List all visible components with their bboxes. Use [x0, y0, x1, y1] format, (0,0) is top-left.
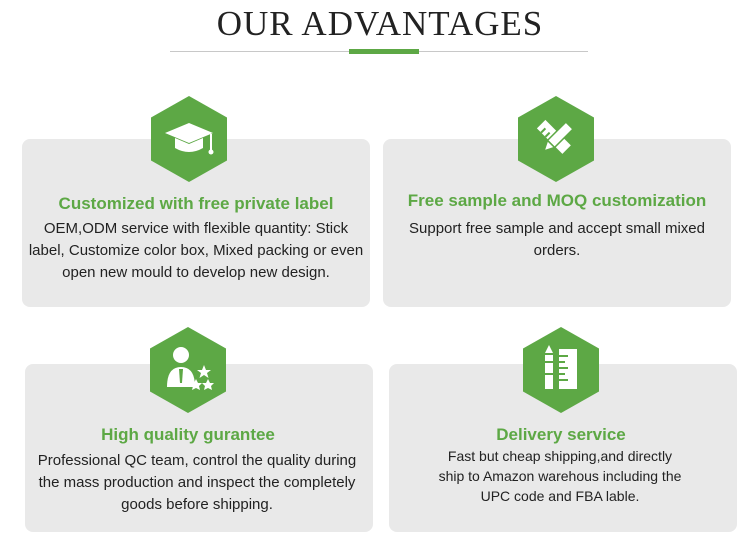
title-accent-bar — [349, 49, 419, 54]
card-title: Free sample and MOQ customization — [407, 191, 707, 210]
card-title: Customized with free private label — [58, 194, 334, 213]
page-title: OUR ADVANTAGES — [216, 4, 544, 43]
card-description: Professional QC team, control the qualit… — [37, 452, 357, 513]
card-description: Fast but cheap shipping,and directly shi… — [438, 448, 682, 504]
graduation-cap-icon — [151, 96, 227, 182]
pencil-ruler-icon — [518, 96, 594, 182]
card-title: Delivery service — [496, 425, 626, 444]
card-description: Support free sample and accept small mix… — [409, 220, 705, 259]
advantage-card-private-label: Customized with free private label OEM,O… — [22, 139, 370, 307]
team-stars-icon — [150, 327, 226, 413]
card-title: High quality gurantee — [101, 425, 275, 444]
card-description: OEM,ODM service with flexible quantity: … — [28, 220, 364, 281]
measuring-tools-icon — [523, 327, 599, 413]
